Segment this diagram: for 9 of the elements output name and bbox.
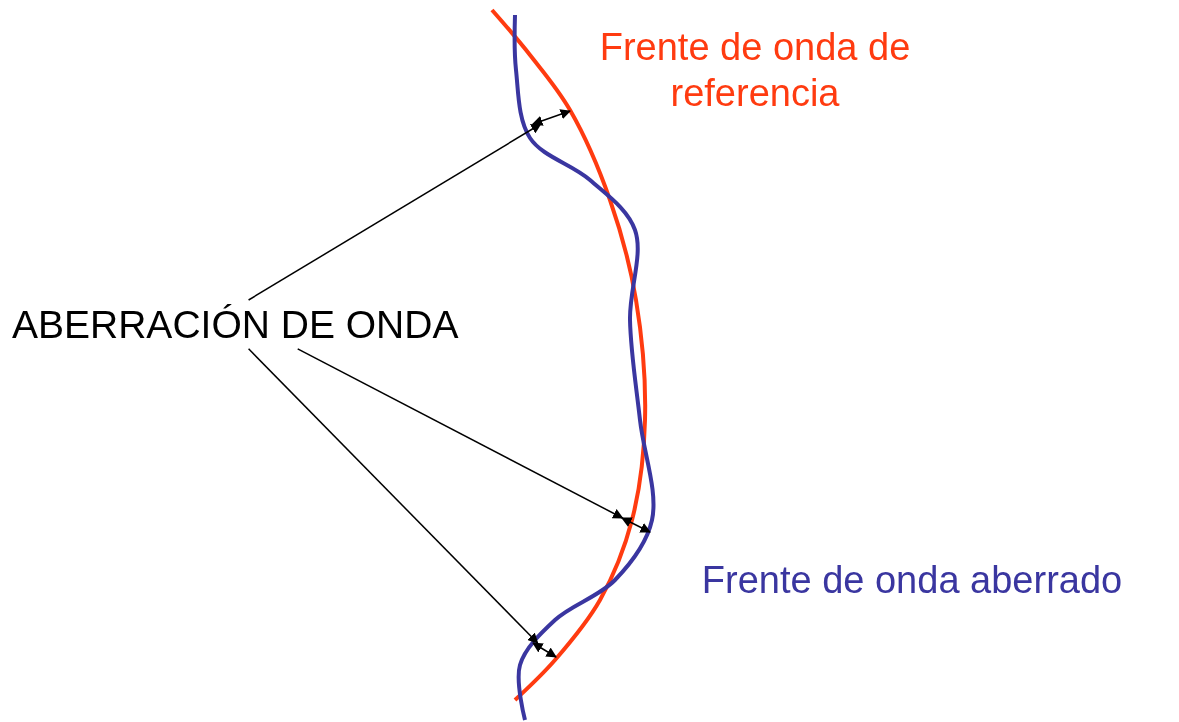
- curve-label: Frente de onda de referencia: [598, 25, 912, 116]
- leader-line: [296, 348, 624, 519]
- dimension-arrow: [532, 642, 557, 658]
- dimension-arrow: [532, 109, 571, 126]
- leader-line: [247, 123, 542, 301]
- curve-label: Frente de onda aberrado: [700, 558, 1124, 603]
- annotation-text: ABERRACIÓN DE ONDA: [12, 303, 459, 348]
- leader-line: [247, 348, 539, 644]
- dimension-arrow: [621, 517, 651, 533]
